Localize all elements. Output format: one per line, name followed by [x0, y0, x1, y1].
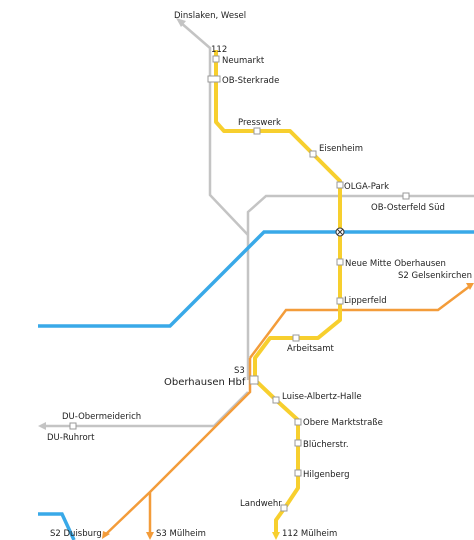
station-arbeitsamt — [292, 334, 300, 342]
station-bluecherstr — [294, 439, 302, 447]
s2-line-gelsenkirchen — [249, 285, 471, 359]
station-ob-sterkrade — [207, 75, 221, 83]
label-neumarkt: Neumarkt — [222, 56, 265, 66]
station-landwehr — [280, 504, 288, 512]
blue-line-stub — [38, 512, 76, 540]
arrow-112-muelheim-icon — [272, 532, 280, 540]
label-s2-gelsenkirchen: S2 Gelsenkirchen — [398, 271, 472, 281]
arrow-heads — [38, 18, 474, 540]
label-olga-park: OLGA-Park — [344, 182, 389, 192]
label-line-112-top: 112 — [211, 45, 227, 55]
label-du-ruhrort: DU-Ruhrort — [47, 433, 95, 443]
arrow-duisburg-icon — [102, 531, 110, 539]
station-eisenheim — [309, 150, 317, 158]
label-presswerk: Presswerk — [238, 118, 281, 128]
arrow-gelsenkirchen-icon — [466, 283, 474, 290]
station-neue-mitte — [336, 258, 344, 266]
label-lipperfeld: Lipperfeld — [344, 296, 387, 306]
crossing-mark-2 — [336, 228, 344, 236]
label-luise-albertz: Luise-Albertz-Halle — [282, 392, 362, 402]
station-hilgenberg — [294, 469, 302, 477]
grey-line-ruhrort — [44, 391, 249, 428]
station-presswerk — [253, 127, 261, 135]
station-luise-albertz — [272, 396, 280, 404]
label-bluecherstr: Blücherstr. — [303, 440, 349, 450]
label-ob-sterkrade: OB-Sterkrade — [222, 76, 279, 86]
label-s3-muelheim: S3 Mülheim — [156, 529, 206, 539]
station-ob-osterfeld-sued — [402, 192, 410, 200]
tram-112-line — [214, 50, 342, 536]
label-hilgenberg: Hilgenberg — [303, 470, 350, 480]
orange-sbahn-lines — [103, 285, 471, 537]
label-s3: S3 — [234, 366, 245, 376]
label-obere-marktstrasse: Obere Marktstraße — [303, 418, 383, 428]
label-s2-duisburg: S2 Duisburg — [50, 529, 102, 539]
label-oberhausen-hbf: Oberhausen Hbf — [164, 377, 246, 388]
label-dinslaken: Dinslaken, Wesel — [174, 11, 246, 21]
label-eisenheim: Eisenheim — [319, 144, 363, 154]
label-ob-osterfeld-sued: OB-Osterfeld Süd — [371, 203, 445, 213]
arrow-du-ruhrort-icon — [38, 422, 46, 430]
station-lipperfeld — [336, 297, 344, 305]
label-arbeitsamt: Arbeitsamt — [287, 344, 335, 354]
station-oberhausen-hbf — [249, 375, 259, 385]
grey-line-dinslaken — [179, 21, 249, 236]
s3-line-hbf — [103, 358, 252, 537]
labels: Dinslaken, Wesel 112 Neumarkt OB-Sterkra… — [47, 11, 472, 539]
station-olga-park — [336, 181, 344, 189]
stations — [69, 55, 410, 512]
label-neue-mitte: Neue Mitte Oberhausen — [345, 259, 446, 269]
station-neumarkt — [212, 55, 220, 63]
station-du-obermeiderich — [69, 422, 77, 430]
grey-rail-lines — [44, 21, 474, 428]
grey-line-osterfeld — [246, 194, 474, 380]
station-obere-marktstrasse — [294, 418, 302, 426]
arrow-s3-muelheim-icon — [146, 532, 154, 540]
label-du-obermeiderich: DU-Obermeiderich — [62, 412, 141, 422]
label-landwehr: Landwehr — [240, 499, 282, 509]
label-112-muelheim: 112 Mülheim — [282, 529, 337, 539]
arrow-dinslaken-icon — [176, 18, 186, 27]
blue-line — [38, 230, 474, 328]
